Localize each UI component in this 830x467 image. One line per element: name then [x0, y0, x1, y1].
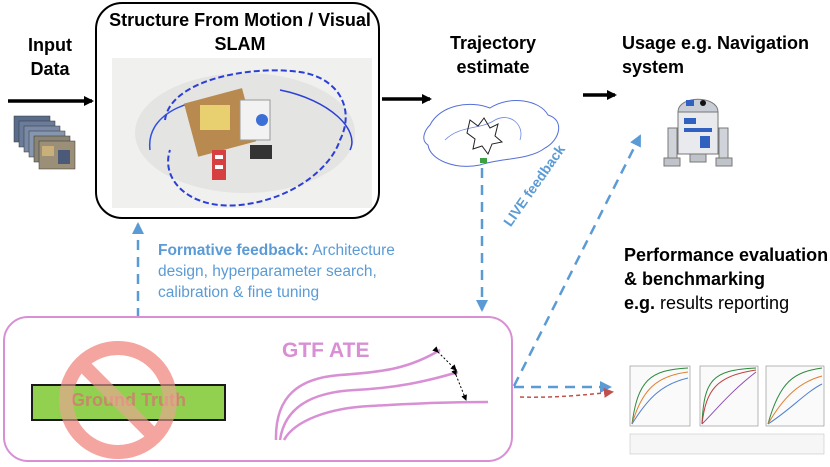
results-plot-2 [699, 365, 759, 427]
gtf-ate-label: GTF ATE [282, 339, 370, 362]
r2d2-robot-icon [663, 98, 733, 167]
usage-label: Usage e.g. Navigation system [622, 33, 810, 77]
formative-feedback-body: Architecture design, hyperparameter sear… [158, 242, 395, 301]
ground-truth-label: Ground Truth [71, 390, 186, 410]
error-arrow-2 [451, 369, 467, 401]
trajectory-estimate-label: Trajectory estimate [449, 33, 537, 77]
gtf-ate-box [3, 316, 513, 462]
performance-evaluation-text: Performance evaluation & benchmarking e.g… [624, 243, 830, 315]
input-data-label: Input Data [28, 35, 72, 79]
slam-reconstruction-image [112, 58, 372, 208]
performance-eg: e.g. [624, 293, 656, 313]
performance-heading: Performance evaluation & benchmarking [624, 245, 829, 289]
results-plots-image [618, 360, 826, 460]
live-feedback-arrow [512, 134, 642, 387]
trajectory-estimate-image [423, 100, 559, 167]
error-arrow-1 [432, 346, 457, 371]
results-plot-3 [765, 365, 825, 427]
results-plot-1 [629, 365, 691, 427]
formative-feedback-text: Formative feedback: Architecture design,… [158, 240, 448, 303]
gtf-trajectory-curves [274, 348, 489, 441]
sfm-slam-title: Structure From Motion / Visual SLAM [109, 10, 371, 54]
performance-rest: results reporting [655, 293, 790, 313]
input-image-stack [13, 115, 76, 170]
formative-feedback-heading: Formative feedback: [158, 242, 309, 259]
red-dashed-arrow [519, 387, 614, 398]
